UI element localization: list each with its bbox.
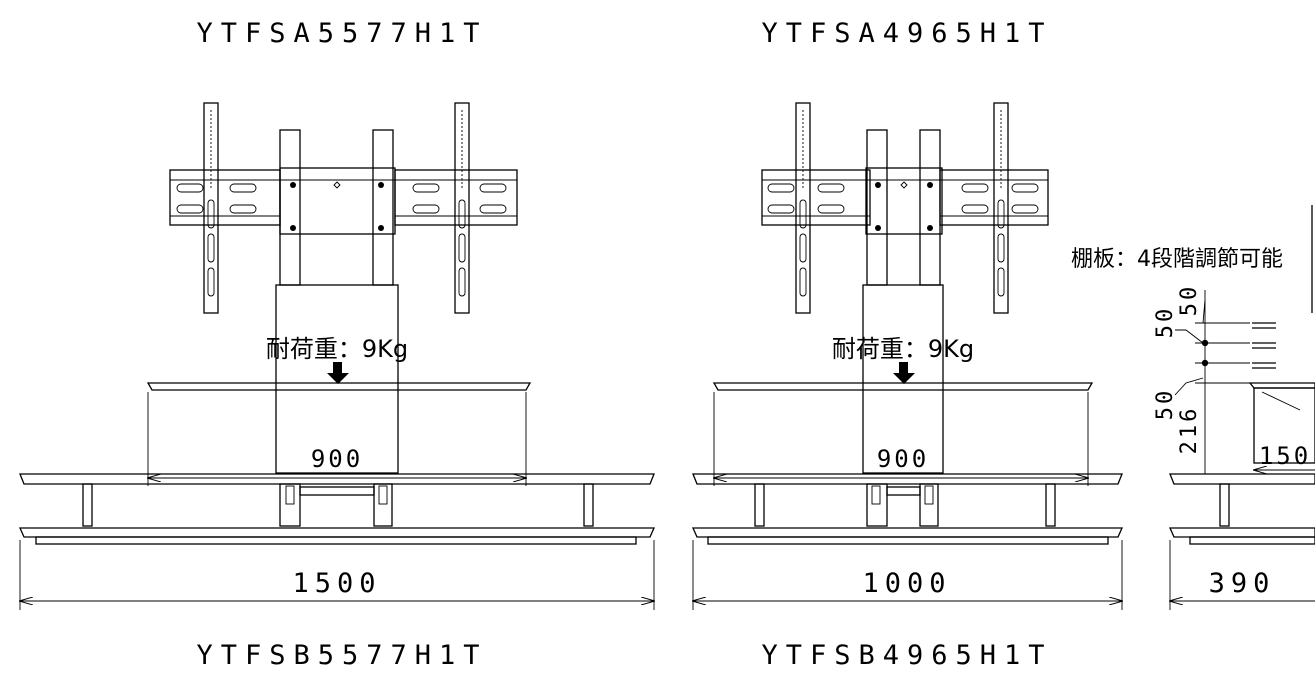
dim-step-low: 50	[1153, 388, 1178, 421]
dim-shelf-height: 216	[1177, 406, 1202, 455]
load-arrow-left-icon	[327, 362, 349, 384]
tv-mount-bracket-left	[169, 102, 518, 314]
model-label-top-right: YTFSA4965H1T	[761, 18, 1052, 49]
dim-shelf-width-left: 900	[311, 445, 363, 473]
tv-mount-bracket-right	[761, 102, 1049, 314]
column-box-right	[862, 284, 944, 474]
load-arrow-right-icon	[893, 362, 915, 384]
shelf-adjust-label: 棚板：4段階調節可能	[1071, 247, 1283, 272]
base-top-board-right	[692, 473, 1123, 485]
model-label-bottom-right: YTFSB4965H1T	[761, 640, 1052, 671]
model-label-bottom-left: YTFSB5577H1T	[196, 640, 487, 671]
stand-left	[18, 102, 656, 610]
stand-right	[691, 102, 1124, 610]
top-shelf-left	[146, 382, 532, 391]
load-label-left: 耐荷重：9Kg	[266, 335, 408, 363]
base-top-board-left	[19, 473, 655, 485]
dim-step-mid: 50	[1153, 306, 1178, 339]
dim-total-width-left: 1500	[292, 568, 381, 599]
top-shelf-right	[712, 382, 1094, 391]
side-view	[1168, 205, 1315, 610]
base-bottom-board-right	[691, 527, 1124, 538]
dim-total-width-right: 1000	[862, 568, 951, 599]
dim-shelf-width-right: 900	[877, 445, 929, 473]
model-label-top-left: YTFSA5577H1T	[196, 18, 487, 49]
base-bottom-board-left	[18, 527, 656, 538]
dim-shelf-depth: 150	[1259, 442, 1311, 470]
column-box-left	[275, 284, 399, 474]
dim-depth: 390	[1209, 568, 1276, 599]
dim-step-top: 50	[1177, 284, 1202, 317]
load-label-right: 耐荷重：9Kg	[832, 335, 974, 363]
